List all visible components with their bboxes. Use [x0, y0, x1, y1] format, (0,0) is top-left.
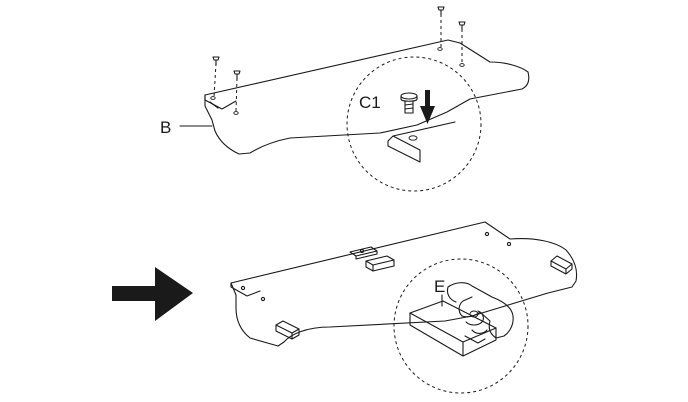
- label-c1: C1: [359, 93, 381, 112]
- arrow-down-icon: [420, 90, 435, 124]
- pad-e-detail: [409, 300, 497, 357]
- bolt-2: [260, 296, 266, 302]
- hole-3: [437, 47, 443, 51]
- pad-e-2: [550, 255, 573, 275]
- hole-4: [459, 63, 465, 67]
- label-b: B: [160, 118, 171, 137]
- hole-1: [210, 96, 216, 100]
- detail-circle-c1: [346, 56, 482, 192]
- board-b-bottom-edge: [230, 282, 261, 297]
- pad-e-1: [365, 255, 395, 272]
- bolt-1: [240, 285, 246, 291]
- board-b-bottom: [230, 221, 578, 347]
- detail-hole: [408, 135, 418, 141]
- detail-board-corner: [387, 121, 456, 163]
- hole-2: [233, 111, 239, 115]
- pad-e-3: [275, 320, 300, 340]
- hand-icon: [446, 282, 514, 344]
- screw-c1: [400, 92, 418, 114]
- step-1-group: B C1: [160, 6, 530, 192]
- screw-1: [212, 56, 220, 98]
- label-e: E: [434, 277, 445, 296]
- screw-3: [437, 6, 445, 48]
- detail-circle-e: [393, 258, 529, 394]
- bolt-3: [484, 231, 490, 237]
- arrow-right-icon: [112, 267, 193, 321]
- step-2-group: E: [230, 221, 578, 394]
- latch: [349, 246, 378, 260]
- bolt-4: [506, 241, 512, 247]
- board-b-edge-2: [209, 101, 219, 109]
- screw-2: [233, 70, 241, 113]
- board-b-top: [204, 39, 530, 155]
- screw-4: [458, 21, 466, 64]
